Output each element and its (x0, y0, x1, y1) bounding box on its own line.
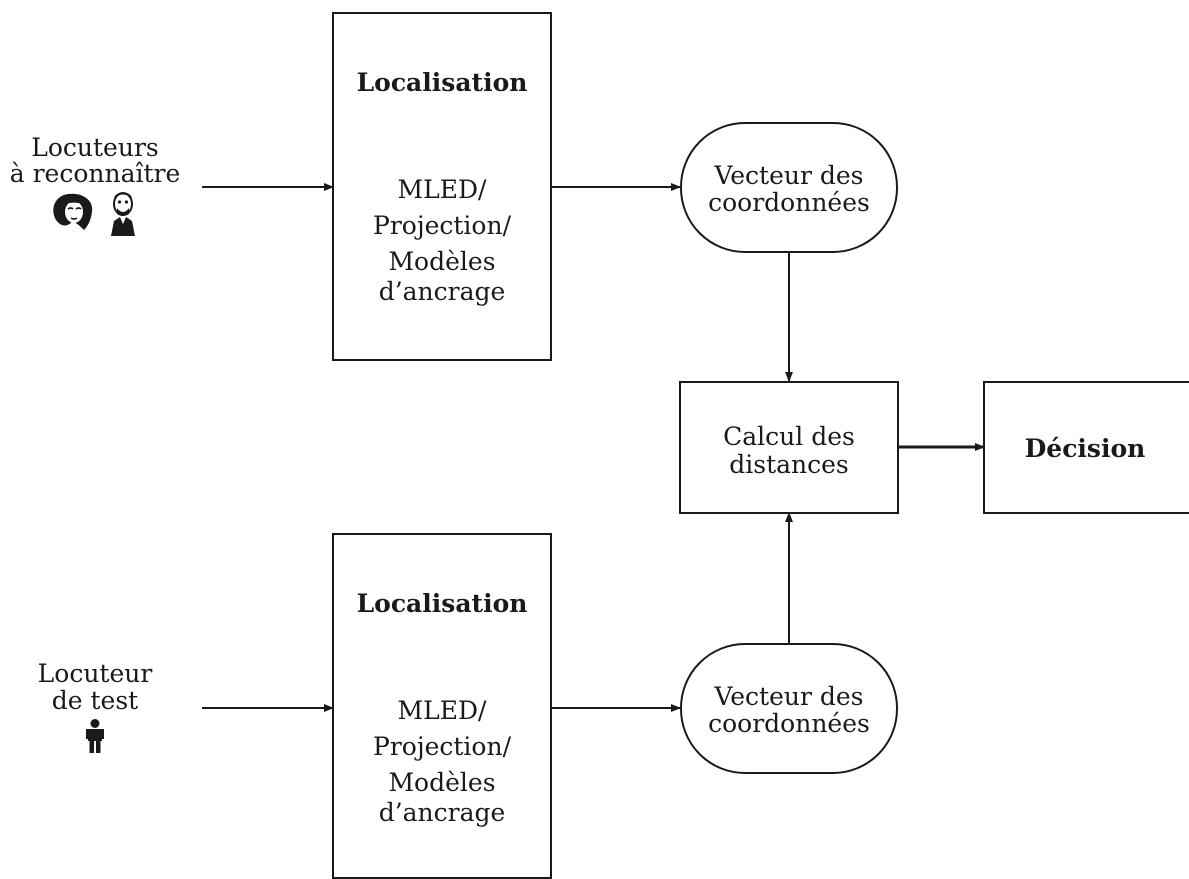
vector-bottom-line1: Vecteur des (714, 682, 864, 711)
localisation-bottom-line3: Modèles (388, 768, 496, 797)
localisation-top-line3: Modèles (388, 247, 496, 276)
vector-top-line2: coordonnées (708, 188, 870, 217)
localisation-bottom-line4: d’ancrage (378, 798, 506, 827)
localisation-top-line2: Projection/ (373, 211, 511, 240)
decision-label: Décision (1024, 434, 1146, 463)
localisation-bottom-line1: MLED/ (397, 696, 487, 725)
localisation-top-line4: d’ancrage (378, 277, 506, 306)
vector-bottom-line2: coordonnées (708, 709, 870, 738)
localisation-bottom-line2: Projection/ (373, 732, 511, 761)
distance-box: Calcul des distances (679, 381, 899, 514)
distance-line1: Calcul des (723, 422, 855, 451)
speakers-label-line2: à reconnaître (9, 159, 181, 188)
woman-face-icon (53, 193, 93, 230)
localisation-box-top: Localisation MLED/ Projection/ Modèles d… (332, 12, 552, 361)
speakers-label-line1: Locuteurs (31, 133, 159, 162)
person-icon (86, 719, 104, 753)
vector-bottom-node: Vecteur des coordonnées (680, 643, 898, 774)
localisation-top-line1: MLED/ (397, 175, 487, 204)
test-speaker-label-line1: Locuteur (37, 659, 153, 688)
vector-top-line1: Vecteur des (714, 161, 864, 190)
localisation-bottom-title: Localisation (356, 589, 528, 618)
test-speaker-label-line2: de test (51, 686, 139, 715)
localisation-top-title: Localisation (356, 68, 528, 97)
localisation-box-bottom: Localisation MLED/ Projection/ Modèles d… (332, 533, 552, 879)
man-face-icon (111, 192, 135, 236)
vector-top-node: Vecteur des coordonnées (680, 122, 898, 253)
decision-box: Décision (983, 381, 1189, 514)
distance-line2: distances (729, 450, 849, 479)
